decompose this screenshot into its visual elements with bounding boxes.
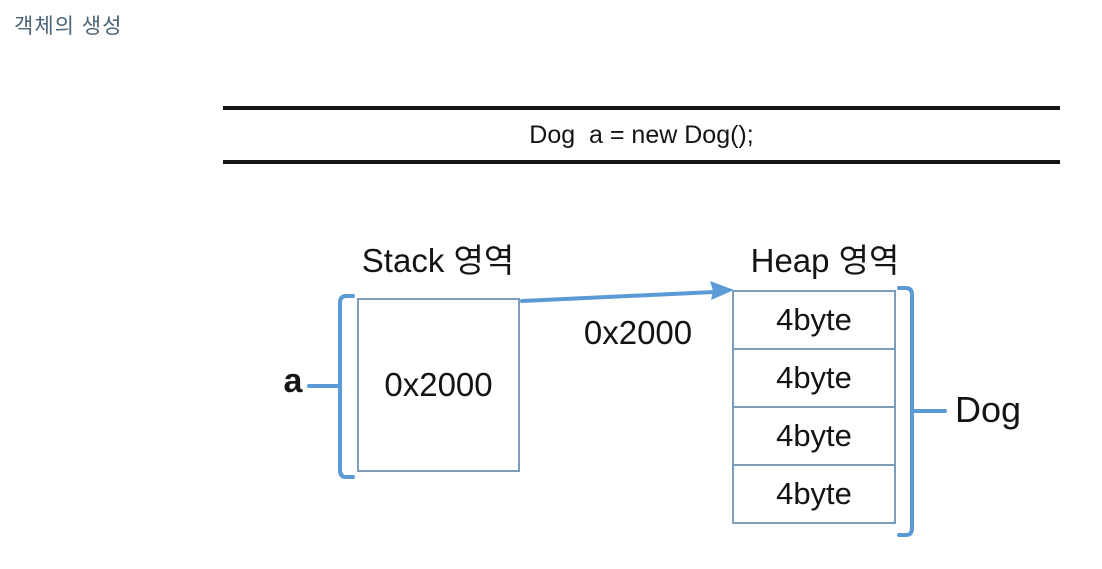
heap-object-box: 4byte 4byte 4byte 4byte xyxy=(732,290,896,524)
pointer-arrow-line-icon xyxy=(520,290,716,303)
heap-region-label: Heap 영역 xyxy=(750,242,900,279)
heap-cell-label: 4byte xyxy=(776,476,852,511)
pointer-arrowhead-icon xyxy=(710,281,734,300)
pointer-address-label: 0x2000 xyxy=(583,314,693,351)
stack-box: 0x2000 xyxy=(357,298,520,472)
dog-class-label: Dog xyxy=(955,389,1022,430)
heap-bracket-icon xyxy=(897,286,914,537)
stack-bracket-icon xyxy=(338,294,355,479)
heap-cell-label: 4byte xyxy=(776,360,852,395)
code-statement: Dog a = new Dog(); xyxy=(529,120,754,149)
heap-cell: 4byte xyxy=(732,290,896,350)
heap-cell: 4byte xyxy=(732,464,896,524)
page-title: 객체의 생성 xyxy=(14,15,123,38)
heap-cell-label: 4byte xyxy=(776,418,852,453)
stack-region-label: Stack 영역 xyxy=(361,242,515,279)
heap-cell: 4byte xyxy=(732,406,896,466)
heap-cell: 4byte xyxy=(732,348,896,408)
code-banner: Dog a = new Dog(); xyxy=(223,106,1060,164)
variable-a-label: a xyxy=(283,362,303,400)
heap-cell-label: 4byte xyxy=(776,302,852,337)
stack-value: 0x2000 xyxy=(384,366,493,403)
